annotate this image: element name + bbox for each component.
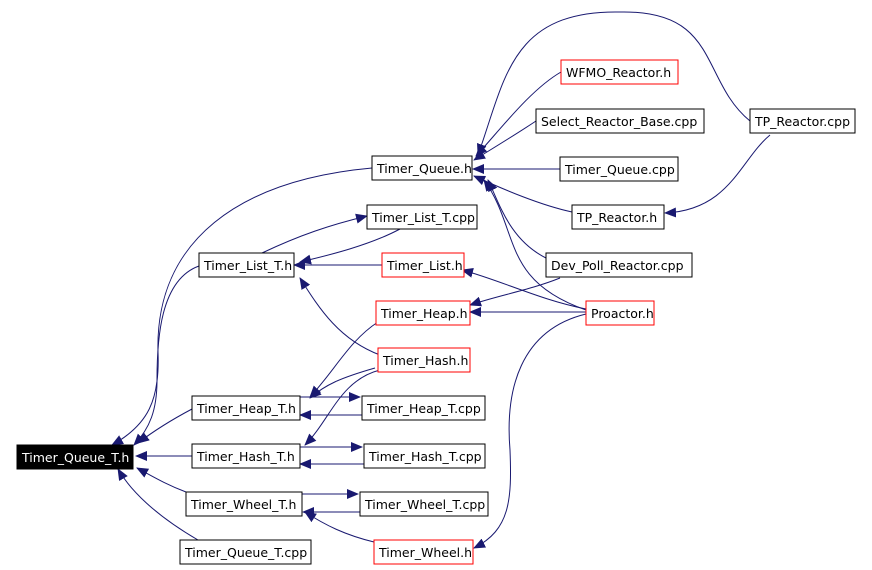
node-tp-reactor-h: TP_Reactor.h bbox=[571, 204, 665, 230]
node-timer-hash-h[interactable]: Timer_Hash.h bbox=[377, 347, 471, 373]
svg-text:Timer_Queue_T.h: Timer_Queue_T.h bbox=[21, 450, 129, 465]
svg-text:Timer_List.h: Timer_List.h bbox=[386, 258, 463, 273]
edge-list-t-h-to-list-t-cpp bbox=[261, 213, 368, 254]
node-dev-poll-reactor-cpp: Dev_Poll_Reactor.cpp bbox=[545, 252, 693, 278]
edge-timer-wheel-t-h bbox=[136, 467, 187, 493]
svg-text:Timer_Hash.h: Timer_Hash.h bbox=[382, 353, 468, 368]
svg-text:Timer_Hash_T.h: Timer_Hash_T.h bbox=[196, 449, 295, 464]
node-timer-heap-h[interactable]: Timer_Heap.h bbox=[375, 300, 471, 326]
edge-timer-list-t-h bbox=[133, 265, 200, 446]
svg-text:Timer_Wheel.h: Timer_Wheel.h bbox=[378, 545, 472, 560]
edge-dev-poll-to-timer-heap bbox=[469, 277, 561, 307]
node-timer-list-t-cpp: Timer_List_T.cpp bbox=[366, 204, 478, 230]
svg-text:Timer_Hash_T.cpp: Timer_Hash_T.cpp bbox=[368, 449, 482, 464]
node-timer-heap-t-cpp: Timer_Heap_T.cpp bbox=[361, 395, 486, 421]
svg-text:Select_Reactor_Base.cpp: Select_Reactor_Base.cpp bbox=[541, 114, 697, 129]
node-timer-wheel-h[interactable]: Timer_Wheel.h bbox=[373, 539, 474, 565]
node-timer-list-h[interactable]: Timer_List.h bbox=[381, 252, 465, 278]
file-nodes: Timer_Queue_T.h Timer_Queue.h WFMO_React… bbox=[16, 59, 856, 565]
edge-tp-reactor-cpp-to-tp-reactor-h bbox=[664, 134, 771, 218]
edge-proactor-to-timer-list bbox=[461, 267, 587, 310]
svg-text:Timer_Wheel_T.h: Timer_Wheel_T.h bbox=[190, 497, 296, 512]
dependency-edges bbox=[111, 11, 771, 549]
svg-text:Timer_List_T.cpp: Timer_List_T.cpp bbox=[371, 210, 475, 225]
edge-timer-queue-h bbox=[111, 167, 373, 446]
svg-text:Timer_Queue.cpp: Timer_Queue.cpp bbox=[564, 162, 675, 177]
svg-text:TP_Reactor.cpp: TP_Reactor.cpp bbox=[754, 114, 850, 129]
svg-text:WFMO_Reactor.h: WFMO_Reactor.h bbox=[566, 65, 671, 80]
node-timer-queue-cpp: Timer_Queue.cpp bbox=[559, 156, 679, 182]
edge-list-t-cpp-to-list-t-h bbox=[299, 228, 401, 265]
edge-proactor-h-up bbox=[483, 179, 587, 311]
svg-text:Timer_Queue.h: Timer_Queue.h bbox=[376, 161, 472, 176]
node-timer-wheel-t-h: Timer_Wheel_T.h bbox=[185, 491, 303, 517]
svg-text:TP_Reactor.h: TP_Reactor.h bbox=[576, 210, 657, 225]
edge-timer-wheel-h bbox=[304, 511, 375, 543]
node-select-reactor-base-cpp: Select_Reactor_Base.cpp bbox=[535, 108, 705, 134]
svg-text:Proactor.h: Proactor.h bbox=[591, 306, 654, 321]
node-wfmo-reactor-h[interactable]: WFMO_Reactor.h bbox=[560, 59, 679, 85]
node-timer-hash-t-h: Timer_Hash_T.h bbox=[191, 443, 301, 469]
svg-text:Dev_Poll_Reactor.cpp: Dev_Poll_Reactor.cpp bbox=[551, 258, 684, 273]
svg-text:Timer_Queue_T.cpp: Timer_Queue_T.cpp bbox=[184, 545, 307, 560]
svg-text:Timer_Heap_T.h: Timer_Heap_T.h bbox=[196, 401, 296, 416]
node-timer-heap-t-h: Timer_Heap_T.h bbox=[191, 395, 301, 421]
edge-proactor-to-timer-wheel bbox=[473, 313, 587, 549]
node-proactor-h[interactable]: Proactor.h bbox=[585, 300, 655, 326]
svg-text:Timer_Heap.h: Timer_Heap.h bbox=[380, 306, 468, 321]
edge-select-reactor-base-cpp bbox=[473, 120, 537, 161]
svg-text:Timer_List_T.h: Timer_List_T.h bbox=[203, 258, 292, 273]
node-tp-reactor-cpp: TP_Reactor.cpp bbox=[749, 108, 856, 134]
node-timer-list-t-h: Timer_List_T.h bbox=[198, 252, 295, 278]
edge-timer-hash-h-to-list-t-h bbox=[299, 277, 381, 356]
node-timer-queue-t-cpp: Timer_Queue_T.cpp bbox=[179, 539, 312, 565]
node-timer-queue-h: Timer_Queue.h bbox=[371, 155, 473, 181]
svg-text:Timer_Wheel_T.cpp: Timer_Wheel_T.cpp bbox=[364, 497, 485, 512]
node-timer-wheel-t-cpp: Timer_Wheel_T.cpp bbox=[359, 491, 489, 517]
node-timer-queue-t-h: Timer_Queue_T.h bbox=[16, 444, 134, 470]
edge-dev-poll-reactor-cpp bbox=[487, 179, 547, 259]
edge-timer-hash-h-to-hash-t-h bbox=[304, 369, 381, 446]
edge-tp-reactor-cpp-to-timer-queue bbox=[477, 11, 751, 156]
node-timer-hash-t-cpp: Timer_Hash_T.cpp bbox=[363, 443, 486, 469]
edge-timer-heap-t-h bbox=[137, 408, 193, 444]
edge-timer-queue-t-cpp bbox=[117, 468, 199, 541]
edge-timer-hash-h-to-heap-t-h bbox=[309, 367, 376, 399]
svg-text:Timer_Heap_T.cpp: Timer_Heap_T.cpp bbox=[366, 401, 481, 416]
